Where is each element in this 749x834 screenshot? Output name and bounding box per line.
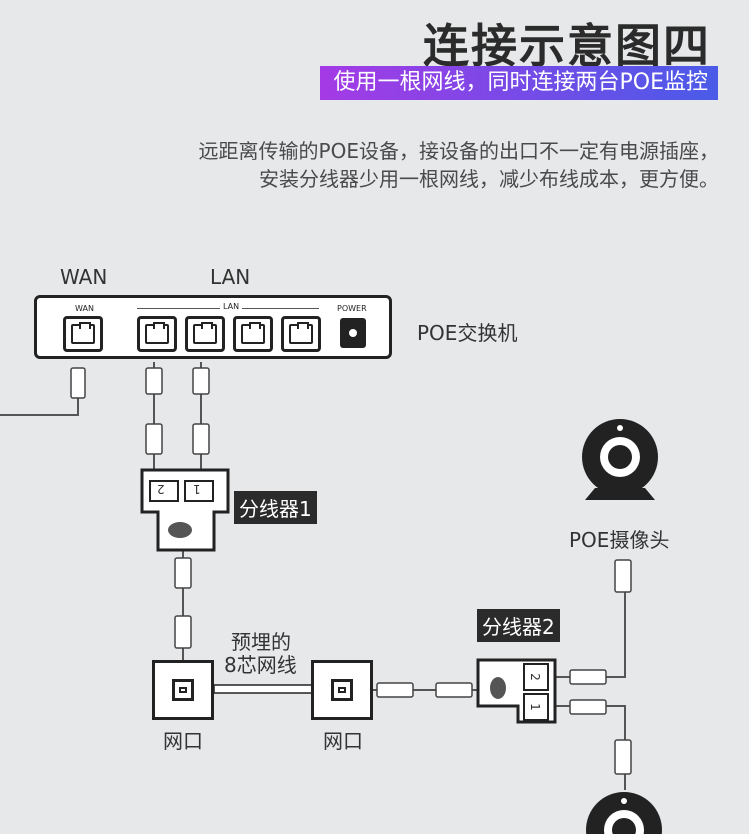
camera1-plug-h [569, 669, 607, 685]
lan-port-4 [281, 316, 321, 352]
lan-plug-b-bottom [192, 423, 210, 455]
wall-jack-2-socket [331, 679, 353, 701]
wall-jack-1-label: 网口 [163, 729, 203, 753]
cable-label-line-2: 8芯网线 [224, 653, 297, 677]
poe-switch: WAN LAN POWER [34, 295, 392, 359]
camera1-cable [555, 590, 626, 678]
wan-label: WAN [60, 265, 108, 289]
wan-port-jack [71, 322, 95, 344]
splitter1-body [140, 468, 230, 552]
splitter1-tag: 分线器1 [234, 491, 317, 524]
splitter1-port1-label: 1 [193, 482, 201, 496]
description-line-1: 远距离传输的POE设备，接设备的出口不一定有电源插座， [198, 139, 719, 163]
description-line-2: 安装分线器少用一根网线，减少布线成本，更方便。 [259, 167, 719, 191]
cable-label-line-1: 预埋的 [231, 630, 291, 654]
switch-power-small: POWER [337, 304, 367, 313]
lan-port-4-jack [289, 322, 313, 344]
camera2-plug-h [569, 699, 607, 715]
lan-port-2 [185, 316, 225, 352]
wan-cable [0, 380, 79, 416]
camera1-plug-v [614, 559, 632, 593]
lan-plug-a-bottom [145, 423, 163, 455]
wan-plug [70, 367, 86, 399]
lan-port-1 [137, 316, 177, 352]
cable-plug-left [376, 682, 414, 698]
splitter2-body [476, 658, 557, 724]
splitter1-port2-label: 2 [157, 482, 165, 496]
page-title: 连接示意图四 [423, 19, 711, 73]
lan-plug-b-top [192, 367, 210, 395]
wall-jack-2-label: 网口 [323, 729, 363, 753]
lan-port-1-jack [145, 322, 169, 344]
camera1-icon [582, 419, 658, 500]
wall-jack-1 [152, 660, 214, 720]
camera2-icon [586, 792, 662, 834]
cable-plug-right [435, 682, 473, 698]
splitter1-plug-top [174, 557, 192, 589]
subtitle-banner: 使用一根网线，同时连接两台POE监控 [319, 66, 718, 100]
camera2-plug-v [614, 739, 632, 775]
power-jack [340, 318, 366, 348]
lan-plug-a-top [145, 367, 163, 395]
lan-port-2-jack [193, 322, 217, 344]
wall-jack-2 [311, 660, 373, 720]
embedded-cable [213, 684, 313, 694]
description: 远距离传输的POE设备，接设备的出口不一定有电源插座， 安装分线器少用一根网线，… [199, 137, 719, 193]
lan-port-3 [233, 316, 273, 352]
switch-name: POE交换机 [417, 321, 518, 345]
splitter2-port1-label: 1 [527, 703, 542, 711]
switch-wan-small: WAN [75, 304, 94, 313]
camera-label: POE摄像头 [569, 528, 670, 552]
splitter2-tag: 分线器2 [477, 609, 560, 642]
lan-label: LAN [210, 265, 251, 289]
wan-port [63, 316, 103, 352]
switch-lan-small: LAN [220, 302, 243, 311]
wall-jack-1-socket [172, 679, 194, 701]
splitter2-port2-label: 2 [527, 673, 542, 681]
splitter1-plug-bottom [174, 615, 192, 649]
lan-port-3-jack [241, 322, 265, 344]
